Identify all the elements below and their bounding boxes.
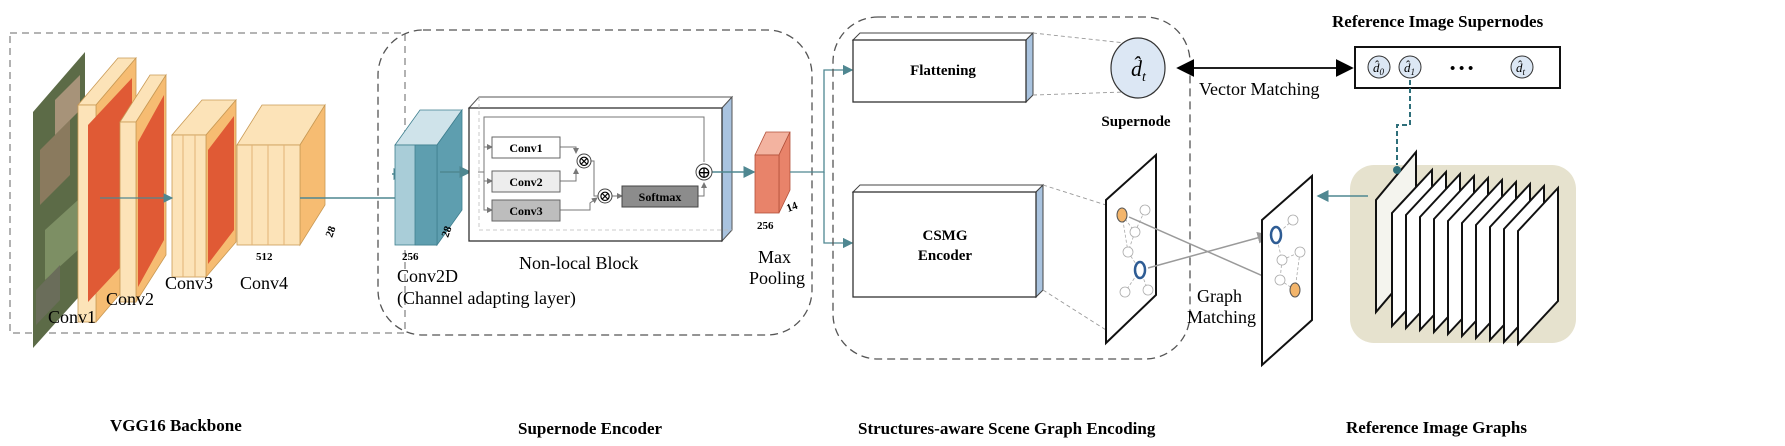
reference-supernodes-title: Reference Image Supernodes bbox=[1332, 12, 1544, 31]
graph-matching-line2: Matching bbox=[1187, 307, 1256, 327]
supernode-circle bbox=[1110, 37, 1166, 99]
inner-conv1-box bbox=[491, 136, 561, 159]
add-op bbox=[695, 163, 713, 181]
ref-supernode-0: d̂0 bbox=[1367, 55, 1391, 79]
inner-conv1-label: Conv1 bbox=[509, 141, 542, 155]
inner-conv2-label: Conv2 bbox=[509, 175, 542, 189]
layer-label-conv1: Conv1 bbox=[48, 307, 96, 327]
pool-label-line1: Max bbox=[758, 247, 791, 267]
ref-supernode-1: d̂1 bbox=[1398, 55, 1422, 79]
softmax-label: Softmax bbox=[639, 190, 682, 204]
layer-label-conv3: Conv3 bbox=[165, 273, 213, 293]
ref-supernode-ellipsis: • • • bbox=[1450, 61, 1473, 77]
graph-matching-line1: Graph bbox=[1197, 286, 1242, 306]
conv4-dim-spatial: 28 bbox=[324, 224, 339, 239]
conv2d-dim-spatial: 28 bbox=[440, 224, 455, 239]
scene-graph-encoding-section: Flattening d̂t Supernode CSMG Encoder bbox=[832, 16, 1191, 438]
inner-conv2-box bbox=[491, 170, 561, 193]
conv2d-label: Conv2D bbox=[397, 266, 458, 286]
flattening-label: Flattening bbox=[910, 63, 976, 79]
matmul-op-2 bbox=[597, 188, 613, 204]
conv4-dim-channels: 512 bbox=[256, 251, 273, 263]
retrieved-node-blue bbox=[1269, 225, 1283, 245]
conv2d-sublabel: (Channel adapting layer) bbox=[397, 288, 576, 309]
retrieved-node-orange bbox=[1289, 282, 1301, 298]
input-image bbox=[33, 52, 85, 348]
retrieved-graph-panel bbox=[1261, 173, 1313, 368]
query-node-blue bbox=[1133, 260, 1147, 280]
reference-section: Reference Image Supernodes d̂0 d̂1 • • •… bbox=[1316, 12, 1576, 437]
flattening-box bbox=[851, 31, 1035, 104]
add-symbol: ⊕ bbox=[697, 163, 711, 182]
inner-conv3-label: Conv3 bbox=[509, 204, 542, 218]
split-arrows bbox=[790, 64, 854, 249]
matmul-symbol-2: ⊗ bbox=[599, 189, 612, 205]
reference-graph-anchor-node bbox=[1393, 166, 1401, 174]
csmg-encoder-box bbox=[851, 183, 1045, 299]
conv2d-dim-channels: 256 bbox=[402, 251, 419, 263]
inner-conv3-box bbox=[491, 199, 561, 222]
reference-graphs-title: Reference Image Graphs bbox=[1346, 418, 1527, 437]
pool-label-line2: Pooling bbox=[749, 268, 805, 288]
query-graph-panel bbox=[1105, 152, 1157, 346]
ref-supernode-t: d̂t bbox=[1510, 55, 1534, 79]
matmul-symbol-1: ⊗ bbox=[578, 154, 591, 170]
layer-label-conv2: Conv2 bbox=[106, 289, 154, 309]
supernode-symbol: d̂t bbox=[1131, 56, 1147, 85]
conv2d-block bbox=[394, 108, 463, 247]
matching-section: Vector Matching Graph Matching bbox=[1128, 59, 1354, 368]
reference-graph-stack bbox=[1375, 149, 1559, 347]
csmg-label-line2: Encoder bbox=[918, 248, 973, 264]
scene-graph-caption: Structures-aware Scene Graph Encoding bbox=[858, 419, 1156, 438]
conv4-block bbox=[236, 103, 326, 247]
vector-matching-label: Vector Matching bbox=[1199, 79, 1319, 99]
conv3-block bbox=[171, 98, 237, 279]
matmul-op-1 bbox=[576, 153, 592, 169]
supernode-encoder-section: 256 28 Conv2D (Channel adapting layer) bbox=[377, 29, 813, 438]
svg-text:d̂0: d̂0 bbox=[1373, 60, 1385, 77]
backbone-caption: VGG16 Backbone bbox=[110, 416, 242, 435]
supernode-graph-link bbox=[1396, 80, 1411, 168]
maxpool-block bbox=[754, 131, 791, 214]
svg-text:d̂t: d̂t bbox=[1516, 60, 1526, 77]
query-node-orange bbox=[1116, 207, 1128, 223]
softmax-box bbox=[621, 185, 699, 208]
nonlocal-label: Non-local Block bbox=[519, 253, 638, 273]
layer-label-conv4: Conv4 bbox=[240, 273, 288, 293]
conv2-block bbox=[119, 73, 167, 304]
vgg16-backbone-section: 512 28 Conv1 Conv2 Conv3 Conv4 VGG16 Bac… bbox=[9, 32, 406, 435]
pool-dim-spatial: 14 bbox=[785, 200, 800, 215]
supernode-label: Supernode bbox=[1101, 114, 1171, 130]
pool-dim-channels: 256 bbox=[757, 220, 774, 232]
svg-text:d̂1: d̂1 bbox=[1404, 60, 1415, 77]
supernode-encoder-frame bbox=[377, 29, 813, 336]
supernode-encoder-caption: Supernode Encoder bbox=[518, 419, 662, 438]
csmg-label-line1: CSMG bbox=[923, 228, 968, 244]
scene-graph-frame bbox=[832, 16, 1191, 360]
